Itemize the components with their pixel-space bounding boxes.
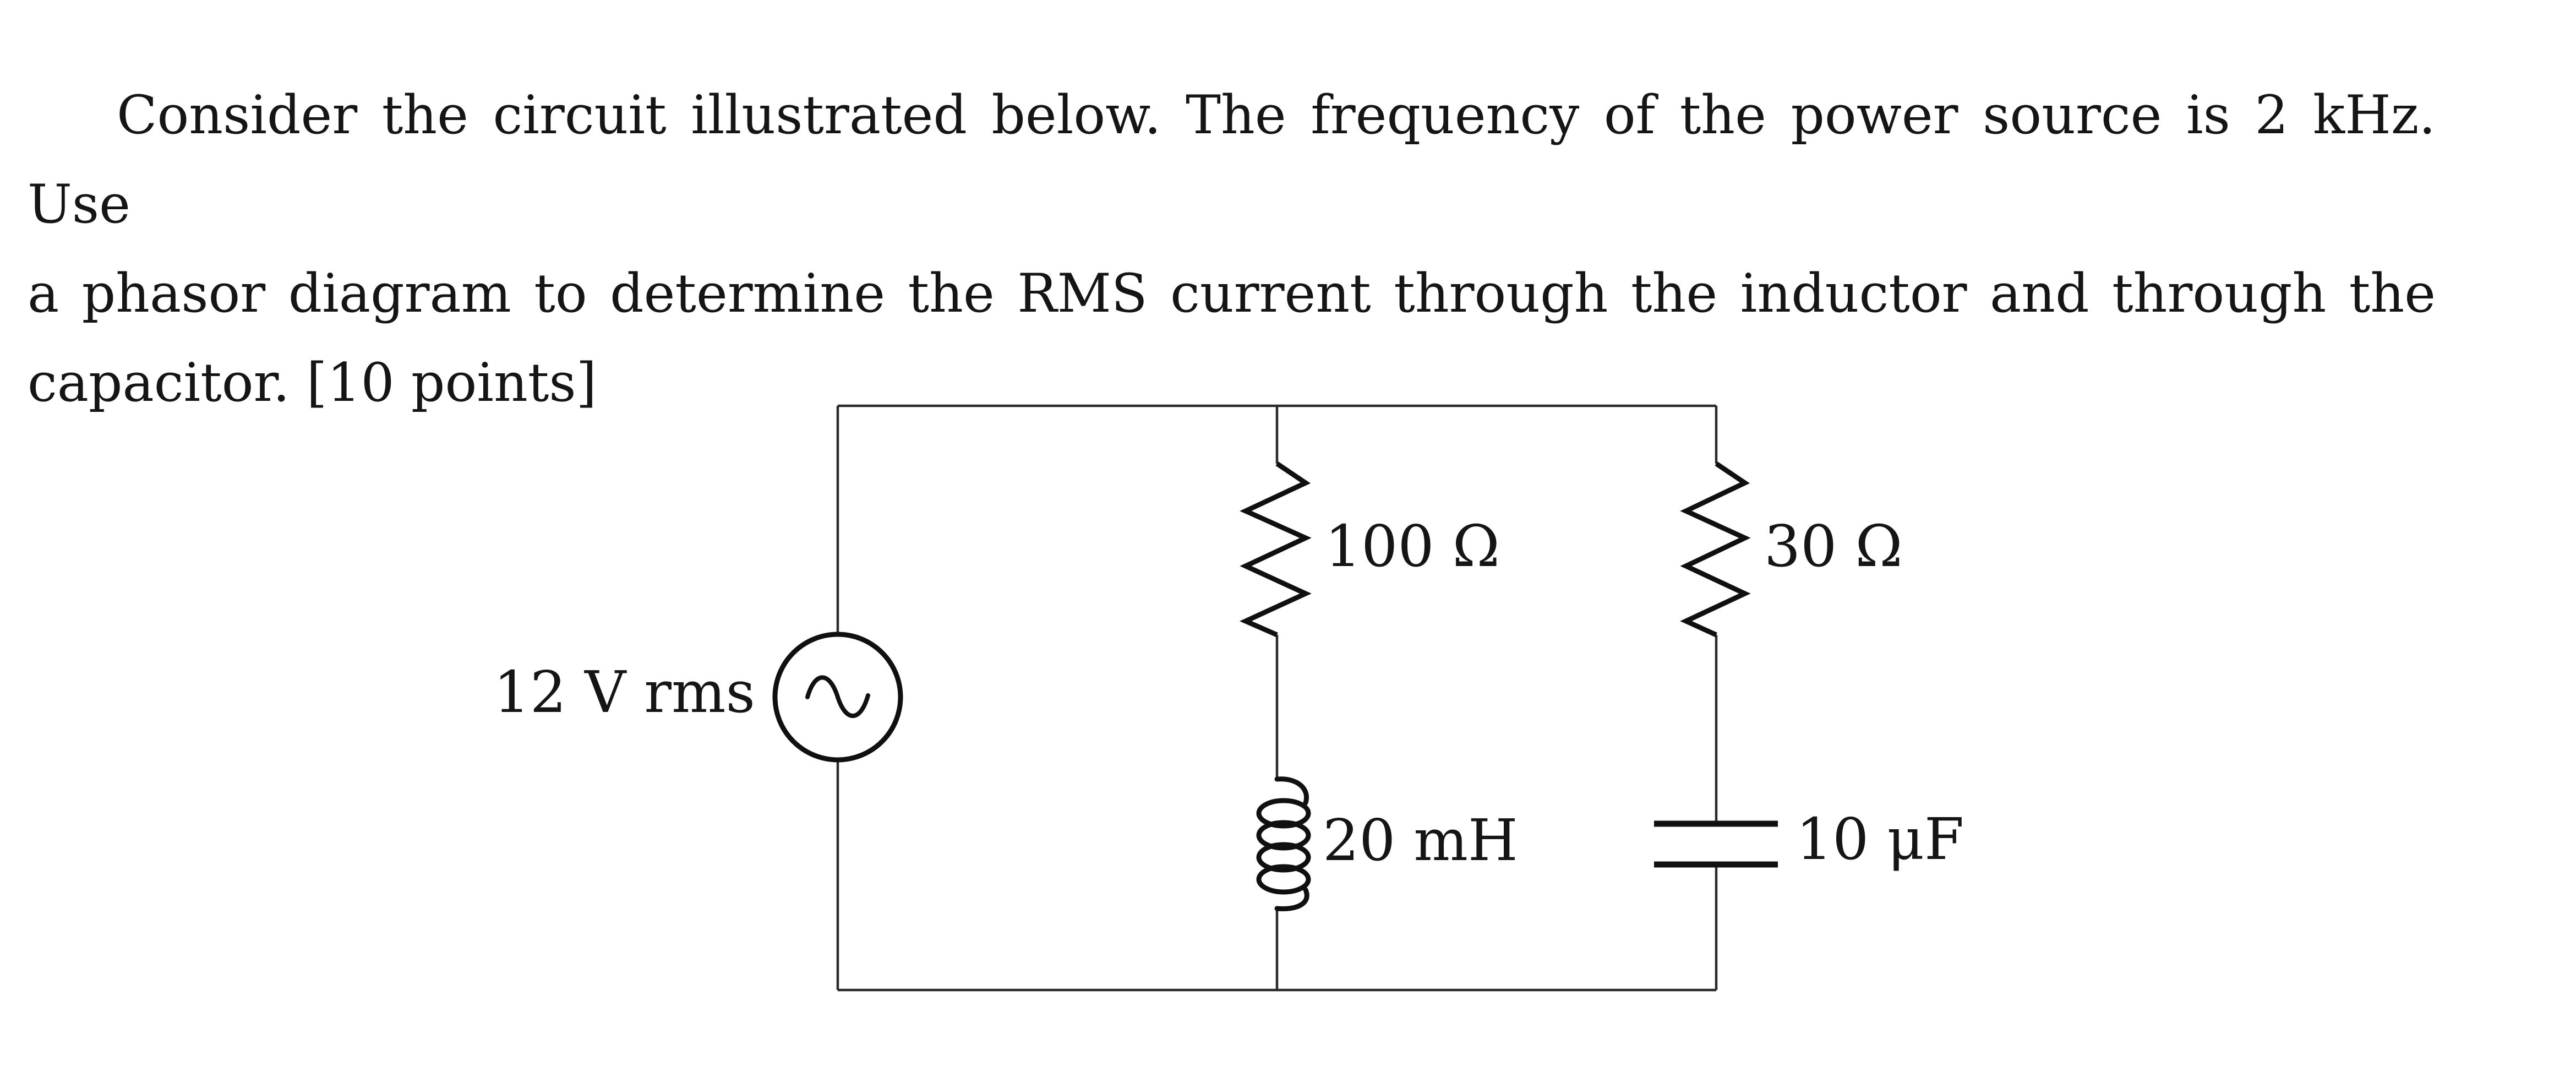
inductor-loop-2 [1256, 820, 1311, 851]
inductor-top-hook [1274, 776, 1309, 806]
problem-statement: Consider the circuit illustrated below. … [28, 70, 2436, 427]
resistor-30-symbol [1680, 461, 1751, 638]
resistor-30-label: 30 Ω [1764, 513, 1903, 580]
inductor-loop-4 [1256, 864, 1311, 895]
sine-wave-icon [805, 675, 870, 719]
resistor-100-symbol [1240, 461, 1312, 638]
inductor-label: 20 mH [1323, 807, 1518, 874]
source-label: 12 V rms [494, 659, 755, 726]
inductor-symbol [1256, 776, 1311, 911]
capacitor-label: 10 μF [1796, 806, 1964, 873]
problem-line-3: capacitor. [10 points] [28, 352, 597, 414]
inductor-bottom-hook [1274, 887, 1309, 911]
capacitor-symbol [1654, 820, 1778, 868]
resistor-100-label: 100 Ω [1325, 513, 1500, 580]
inductor-loop-1 [1256, 798, 1311, 829]
inductor-loop-3 [1256, 842, 1311, 873]
ac-voltage-source [772, 632, 903, 763]
problem-line-2: a phasor diagram to determine the RMS cu… [28, 263, 2436, 324]
problem-line-1: Consider the circuit illustrated below. … [28, 84, 2436, 235]
